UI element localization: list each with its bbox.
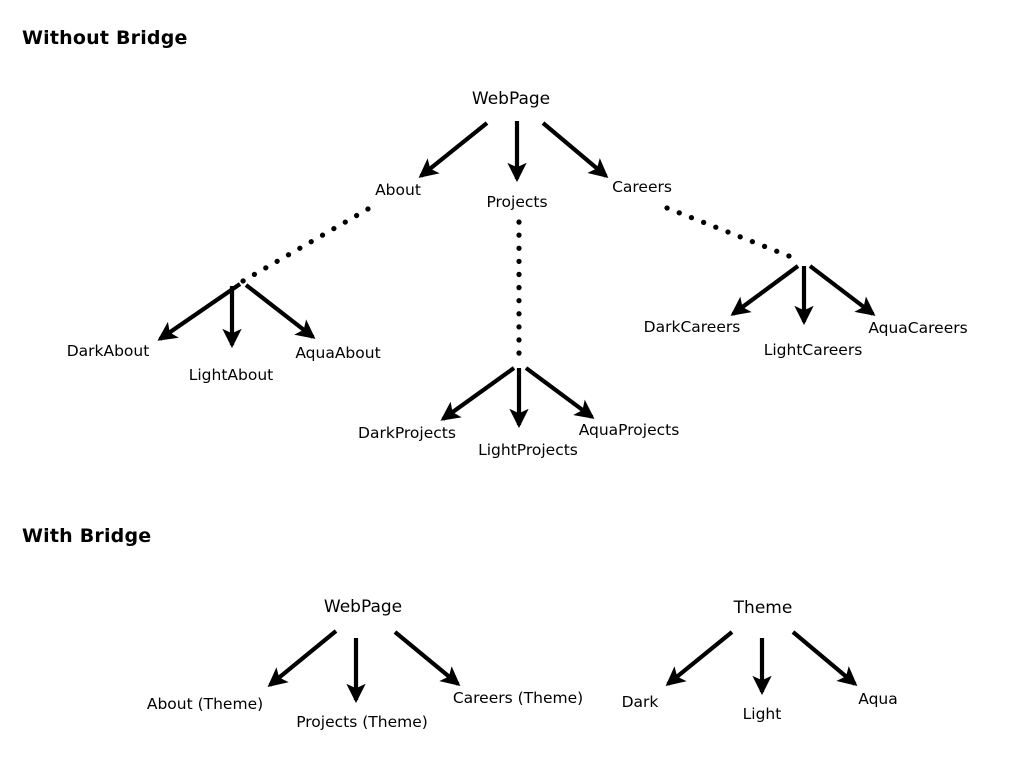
with-bridge-abstraction-nodes: WebPage About (Theme) Projects (Theme) C… xyxy=(147,597,583,731)
with-bridge-implementation-nodes: Theme Dark Light Aqua xyxy=(622,598,898,723)
node-light-careers: LightCareers xyxy=(764,341,863,359)
edge-careers-aquacareers xyxy=(808,264,876,316)
without-bridge-edges xyxy=(157,121,876,429)
edge-about-aquaabout xyxy=(244,283,316,339)
node-aqua-careers: AquaCareers xyxy=(868,319,967,337)
node-theme: Theme xyxy=(733,598,793,618)
node-dark-about: DarkAbout xyxy=(67,342,150,360)
edge-webpage-about xyxy=(418,121,489,178)
node-wb-careers-theme: Careers (Theme) xyxy=(453,689,583,707)
edge-webpage-careers xyxy=(541,121,609,178)
node-dark: Dark xyxy=(622,693,659,711)
edge-careers-junction-dotted xyxy=(664,205,802,263)
node-wb-projects-theme: Projects (Theme) xyxy=(296,713,428,731)
section-title-with-bridge: With Bridge xyxy=(22,525,151,547)
without-bridge-nodes: WebPage About Projects Careers DarkAbout… xyxy=(67,89,968,459)
node-projects: Projects xyxy=(486,193,547,211)
edge-theme-aqua xyxy=(791,630,858,686)
with-bridge-implementation-edges xyxy=(665,630,858,696)
node-light-about: LightAbout xyxy=(189,366,274,384)
edge-wb-webpage-about xyxy=(267,629,338,687)
node-aqua: Aqua xyxy=(858,690,898,708)
edge-about-darkabout xyxy=(157,282,242,341)
edge-projects-aquaprojects xyxy=(524,366,595,419)
with-bridge-abstraction-edges xyxy=(267,629,461,704)
node-dark-careers: DarkCareers xyxy=(644,318,741,336)
node-dark-projects: DarkProjects xyxy=(358,424,456,442)
node-webpage: WebPage xyxy=(472,89,550,109)
section-title-without-bridge: Without Bridge xyxy=(22,27,188,49)
node-careers: Careers xyxy=(612,178,672,196)
node-light-projects: LightProjects xyxy=(478,441,578,459)
edge-wb-webpage-careers xyxy=(393,630,461,686)
node-about: About xyxy=(375,181,421,199)
edge-theme-dark xyxy=(665,630,734,686)
node-wb-about-theme: About (Theme) xyxy=(147,695,263,713)
node-aqua-about: AquaAbout xyxy=(295,344,380,362)
node-wb-webpage: WebPage xyxy=(324,597,402,617)
edge-about-junction-dotted xyxy=(240,206,371,284)
node-aqua-projects: AquaProjects xyxy=(579,421,680,439)
node-light: Light xyxy=(743,705,782,723)
edge-careers-darkcareers xyxy=(730,264,800,316)
edge-projects-darkprojects xyxy=(440,366,516,421)
